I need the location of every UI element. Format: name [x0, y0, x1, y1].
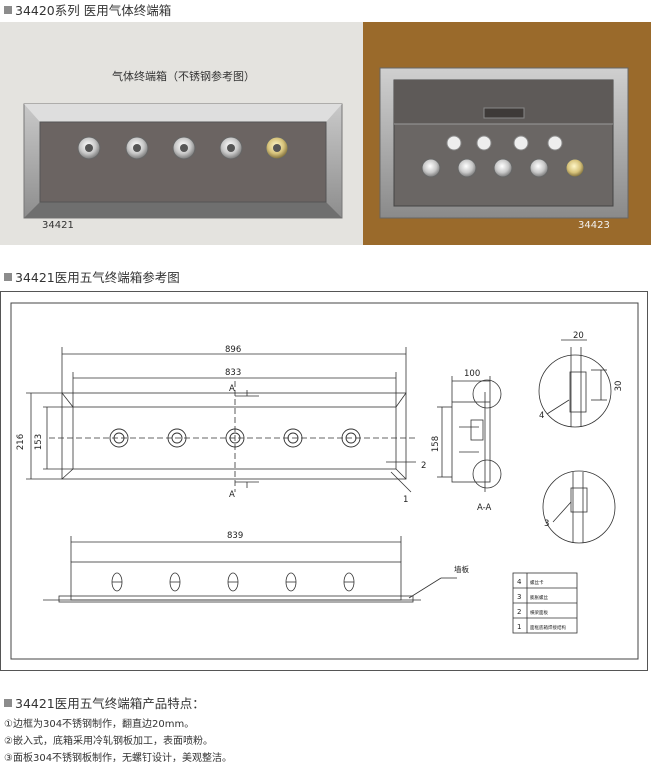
- section-mark-bottom: A: [229, 490, 235, 500]
- dim-outer-width: 896: [225, 345, 241, 355]
- parts-no-2: 2: [517, 608, 521, 616]
- photo-caption: 气体终端箱（不锈钢参考图）: [112, 70, 255, 83]
- features-section: 34421医用五气终端箱产品特点： ①边框为304不锈钢制作，翻直边20mm。 …: [4, 693, 644, 767]
- parts-name-3: 膨胀螺丝: [530, 594, 548, 601]
- section-label: A-A: [477, 503, 492, 513]
- square-bullet-icon: [4, 5, 12, 14]
- stainless-box-image: [23, 103, 343, 219]
- dim-side-height: 158: [431, 436, 441, 452]
- photo-box-with-gauges: 34423: [363, 22, 651, 245]
- parts-name-4: 螺丝卡: [530, 579, 544, 586]
- parts-no-3: 3: [517, 593, 521, 601]
- square-bullet-icon: [4, 272, 12, 281]
- dim-detail-width: 20: [573, 331, 584, 341]
- dim-detail-height: 30: [614, 381, 624, 392]
- parts-name-1: 面框底箱焊接结构: [530, 624, 566, 631]
- drawing-canvas: 896 833 216 153 A A 2 1 100 158 A-A: [10, 302, 639, 660]
- feature-item: ③面板304不锈钢板制作，无螺钉设计，美观整洁。: [4, 753, 233, 764]
- drawing-header: 34421医用五气终端箱参考图: [4, 267, 180, 286]
- feature-item: ①边框为304不锈钢制作，翻直边20mm。: [4, 719, 195, 730]
- callout-4: 4: [539, 411, 544, 421]
- parts-no-1: 1: [517, 623, 521, 631]
- series-header-text: 34420系列 医用气体终端箱: [15, 3, 172, 18]
- photo-stainless-box: 气体终端箱（不锈钢参考图） 34421: [0, 22, 363, 245]
- parts-name-2: 横梁面板: [530, 609, 548, 616]
- dim-inner-height: 153: [34, 434, 44, 450]
- dim-side-depth: 100: [464, 369, 480, 379]
- features-header-text: 34421医用五气终端箱产品特点：: [15, 696, 205, 711]
- callout-2: 2: [421, 461, 426, 471]
- callout-1: 1: [403, 495, 408, 505]
- dim-bottom-width: 839: [227, 531, 243, 541]
- dim-outer-height: 216: [16, 434, 26, 450]
- model-number-right: 34423: [578, 220, 610, 231]
- model-number-left: 34421: [42, 220, 74, 231]
- callout-3: 3: [544, 519, 549, 529]
- series-header: 34420系列 医用气体终端箱: [4, 0, 171, 19]
- parts-no-4: 4: [517, 578, 522, 586]
- feature-item: ②嵌入式，底箱采用冷轧钢板加工，表面喷粉。: [4, 736, 213, 747]
- wall-label: 墙板: [454, 564, 469, 574]
- technical-drawing: 896 833 216 153 A A 2 1 100 158 A-A: [0, 291, 648, 671]
- drawing-header-text: 34421医用五气终端箱参考图: [15, 270, 180, 285]
- square-bullet-icon: [4, 698, 12, 707]
- box-with-gauges-image: [379, 67, 629, 219]
- section-mark-top: A: [229, 384, 235, 394]
- features-header: 34421医用五气终端箱产品特点：: [4, 693, 644, 712]
- dim-inner-width: 833: [225, 368, 241, 378]
